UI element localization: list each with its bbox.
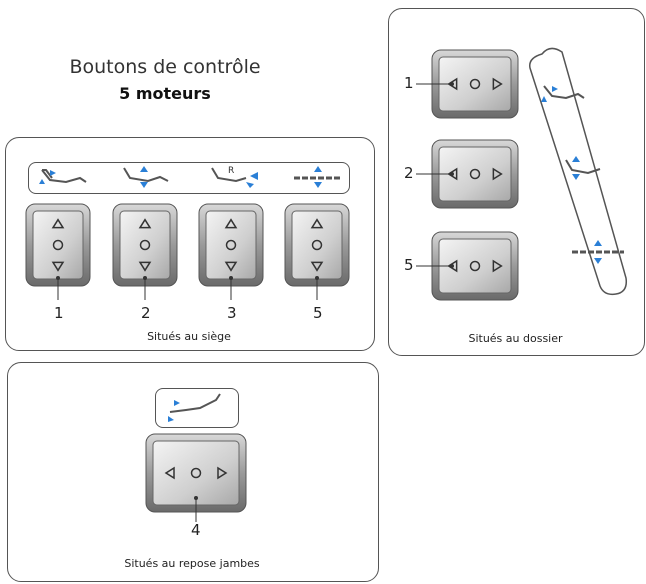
leg-motor-4-button-pointer-dot (194, 496, 198, 500)
leg-motor-4-button[interactable] (145, 433, 247, 513)
diagram-subtitle: 5 moteurs (119, 84, 211, 103)
seat-motor-1-button[interactable] (25, 203, 91, 287)
seat-icon-r-letter: R (228, 166, 234, 176)
seat-motor-5-button[interactable] (284, 203, 350, 287)
leg-rest-icon (168, 393, 221, 422)
seat-number-1: 1 (54, 304, 64, 322)
right-arrow-icon (492, 167, 503, 181)
button-center-dot (225, 239, 237, 251)
up-arrow-icon (138, 218, 152, 229)
leg-number-4: 4 (191, 521, 201, 539)
left-arrow-icon (447, 77, 458, 91)
down-arrow-icon (138, 261, 152, 272)
seat-tilt-icon (39, 169, 87, 184)
leg-panel-caption: Situés au repose jambes (124, 557, 260, 570)
right-arrow-icon (217, 466, 228, 480)
down-arrow-icon (310, 261, 324, 272)
back-motor-5-button[interactable] (431, 231, 519, 301)
back-height-icon (565, 156, 601, 180)
button-center-dot (469, 78, 481, 90)
up-arrow-icon (51, 218, 65, 229)
seat-slide-icon (294, 166, 342, 188)
back-number-1: 1 (404, 74, 414, 92)
button-center-dot (52, 239, 64, 251)
right-arrow-icon (492, 77, 503, 91)
back-motor-2-button-pointer-dot (450, 172, 454, 176)
back-slide-icon (572, 240, 624, 264)
seat-panel-caption: Situés au siège (147, 330, 231, 343)
button-center-dot (190, 467, 202, 479)
right-arrow-icon (492, 259, 503, 273)
seat-motor-3-button[interactable] (198, 203, 264, 287)
button-center-dot (139, 239, 151, 251)
down-arrow-icon (224, 261, 238, 272)
seat-motor-2-button-pointer-dot (143, 276, 147, 280)
seat-number-5: 5 (313, 304, 323, 322)
seat-motor-3-button-pointer-dot (229, 276, 233, 280)
back-motor-5-button-pointer-dot (450, 264, 454, 268)
seat-number-2: 2 (141, 304, 151, 322)
back-motor-2-button[interactable] (431, 139, 519, 209)
left-arrow-icon (447, 259, 458, 273)
button-center-dot (469, 168, 481, 180)
back-tilt-icon (541, 85, 585, 102)
seat-number-3: 3 (227, 304, 237, 322)
button-center-dot (469, 260, 481, 272)
back-number-5: 5 (404, 256, 414, 274)
seat-backrest-icon: R (211, 166, 258, 188)
up-arrow-icon (224, 218, 238, 229)
back-number-2: 2 (404, 164, 414, 182)
back-motor-1-button[interactable] (431, 49, 519, 119)
left-arrow-icon (447, 167, 458, 181)
seat-height-icon (123, 166, 169, 188)
seat-motor-5-button-pointer-dot (315, 276, 319, 280)
seat-motor-1-button-pointer-dot (56, 276, 60, 280)
seat-motor-2-button[interactable] (112, 203, 178, 287)
button-center-dot (311, 239, 323, 251)
left-arrow-icon (164, 466, 175, 480)
up-arrow-icon (310, 218, 324, 229)
back-panel-caption: Situés au dossier (468, 332, 563, 345)
down-arrow-icon (51, 261, 65, 272)
diagram-title: Boutons de contrôle (69, 56, 261, 78)
back-motor-1-button-pointer-dot (450, 82, 454, 86)
